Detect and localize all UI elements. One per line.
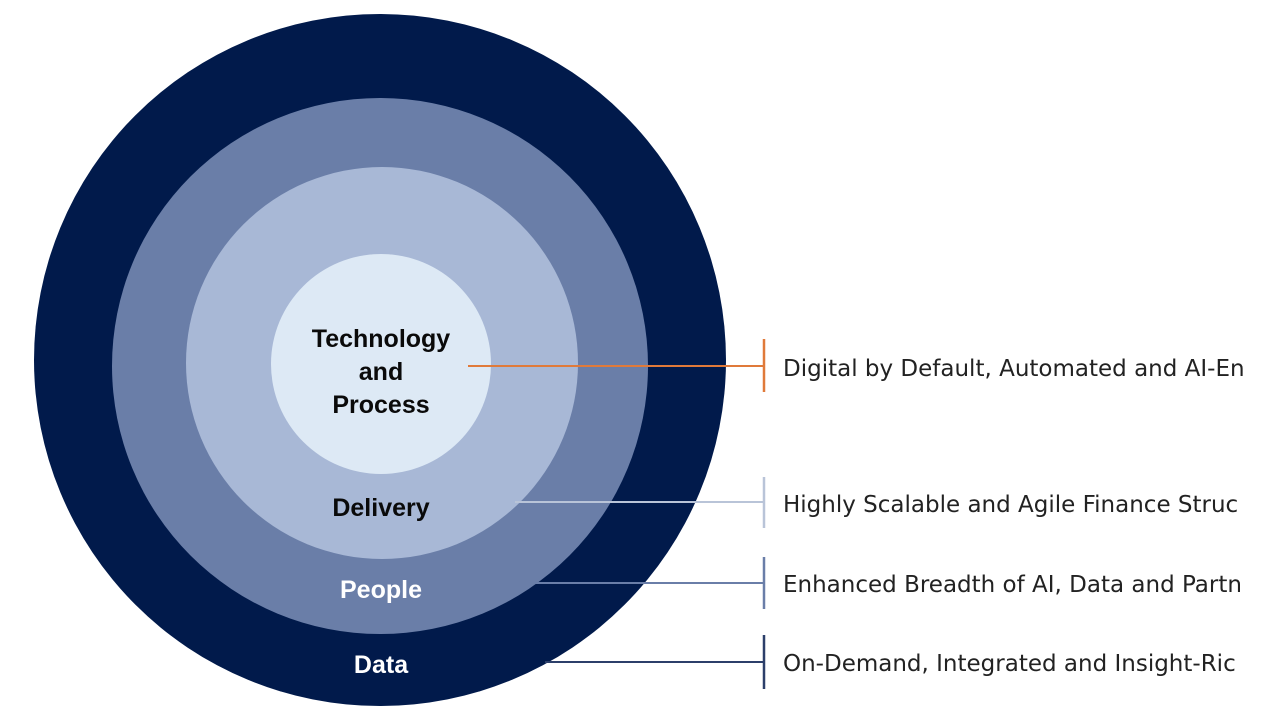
callout-text-delivery: Highly Scalable and Agile Finance Struc [783, 492, 1238, 518]
label-technology-line3: Process [332, 391, 429, 419]
ring-technology [271, 254, 491, 474]
label-technology-line1: Technology [312, 325, 451, 353]
callout-text-people: Enhanced Breadth of AI, Data and Partn [783, 572, 1242, 598]
label-people: People [340, 576, 422, 604]
label-delivery: Delivery [332, 494, 429, 522]
callout-text-technology: Digital by Default, Automated and AI-En [783, 356, 1245, 382]
label-technology-line2: and [359, 358, 403, 386]
label-data: Data [354, 651, 409, 679]
callout-text-data: On-Demand, Integrated and Insight-Ric [783, 651, 1236, 677]
